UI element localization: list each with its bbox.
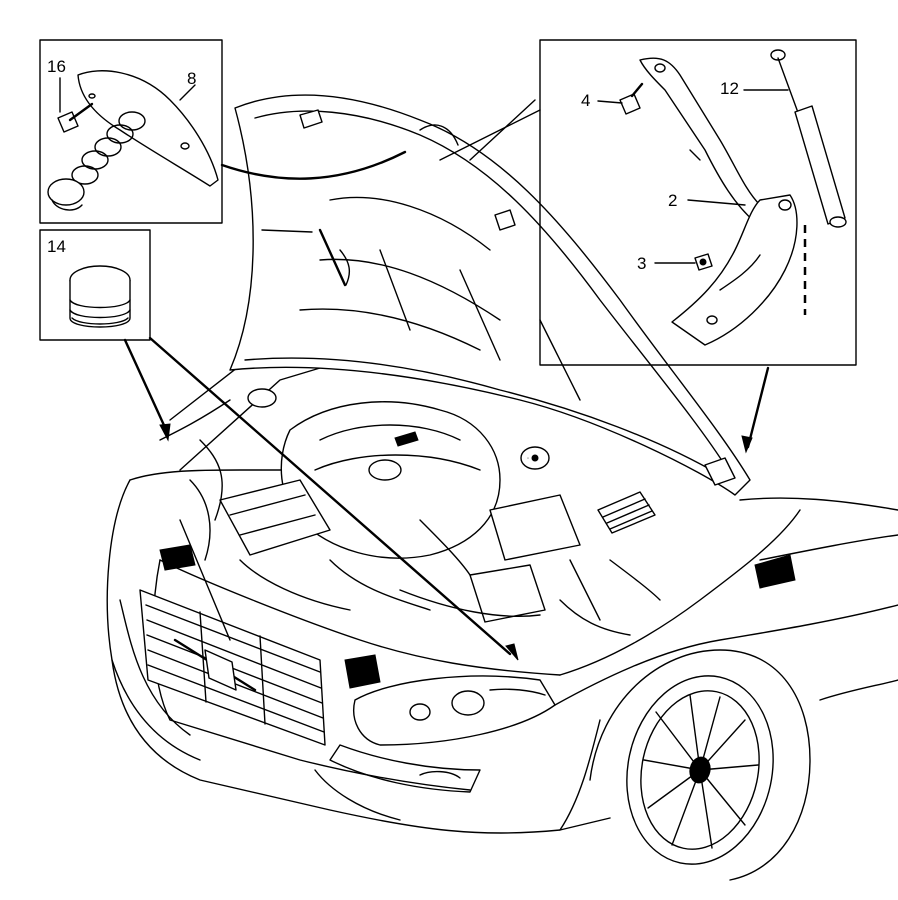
detail-box-bump-stop xyxy=(39,229,151,341)
detail-box-cable-buffer xyxy=(39,39,223,224)
callout-2: 2 xyxy=(668,191,678,210)
callout-16: 16 xyxy=(47,57,66,76)
callout-8: 8 xyxy=(187,69,197,88)
callout-14: 14 xyxy=(47,237,66,256)
callout-3: 3 xyxy=(637,254,647,273)
callout-12: 12 xyxy=(720,79,739,98)
car-body xyxy=(106,399,898,881)
callout-4: 4 xyxy=(581,91,591,110)
hood xyxy=(229,94,751,496)
detail-box-hinge-strut xyxy=(539,39,857,366)
pointer-lines xyxy=(123,150,770,661)
